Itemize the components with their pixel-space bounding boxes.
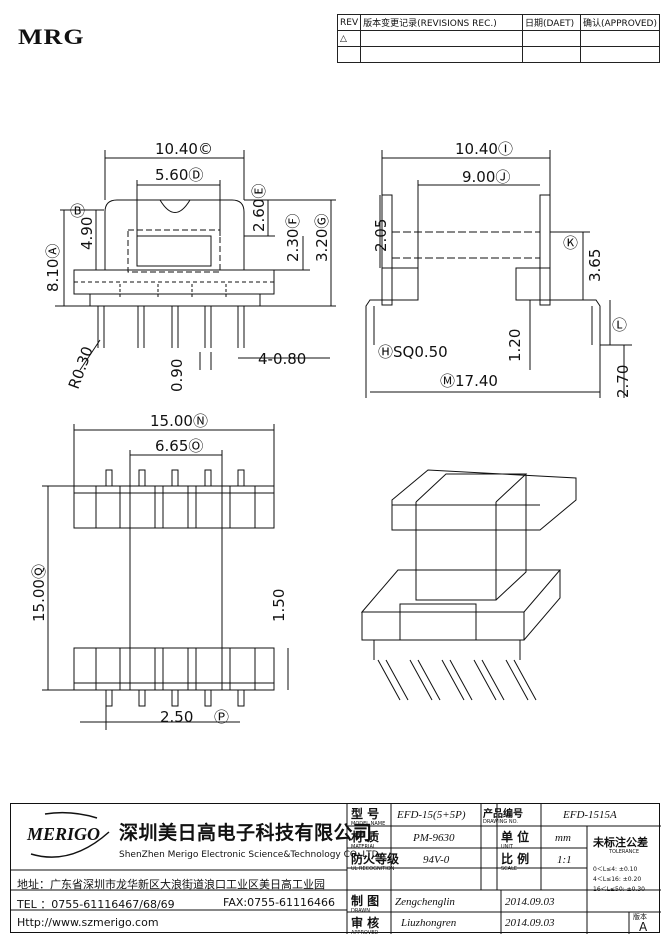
tolerance-3: 16＜L≤50: ±0.30	[593, 886, 645, 893]
dim-4-0-80: 4-0.80	[258, 350, 306, 368]
company-name-cn: 深圳美日高电子科技有限公司	[119, 822, 373, 844]
drawing-no-value: EFD-1515A	[563, 809, 617, 821]
dim-6-65-O: 6.65Ⓞ	[155, 437, 203, 455]
dim-3-20-G: 3.20Ⓖ	[313, 214, 331, 262]
dim-17-40-M: Ⓜ17.40	[440, 372, 498, 390]
company-name-en: ShenZhen Merigo Electronic Science&Techn…	[119, 850, 379, 860]
side-view	[365, 150, 632, 398]
tolerance-1: 0＜L≤4: ±0.10	[593, 866, 638, 873]
isometric-view	[360, 469, 577, 701]
dim-2-70: 2.70	[614, 365, 632, 398]
label-B: Ⓑ	[70, 202, 85, 220]
dim-r0-30: R0.30	[65, 344, 97, 391]
dim-2-50: 2.50	[160, 708, 193, 726]
top-view	[42, 424, 289, 730]
company-address: 地址：广东省深圳市龙华新区大浪街道浪口工业区美日高工业园	[17, 878, 325, 891]
merigo-logo: MERIGO	[27, 824, 101, 844]
company-fax: FAX:0755-61116466	[223, 896, 336, 909]
company-logo: MRG	[18, 24, 85, 49]
front-view	[55, 150, 336, 371]
dim-1-50: 1.50	[270, 589, 288, 622]
approved-by: Liuzhongren	[401, 917, 457, 929]
dim-4-90: 4.90	[78, 217, 96, 250]
approved-date: 2014.09.03	[505, 917, 555, 929]
label-L: Ⓛ	[612, 316, 627, 334]
dim-h-sq0-50: ⒽSQ0.50	[378, 343, 448, 361]
dim-10-40-I: 10.40Ⓘ	[455, 140, 513, 158]
unit-value: mm	[555, 832, 571, 844]
dim-15-00-N: 15.00Ⓝ	[150, 412, 208, 430]
dim-10-40-C: 10.40©	[155, 140, 213, 158]
company-tel: TEL ：0755-61116467/68/69	[17, 898, 175, 911]
title-block: MERIGO 深圳美日高电子科技有限公司 ShenZhen Merigo Ele…	[10, 803, 661, 936]
revision-value: A	[639, 920, 648, 934]
dim-2-60-E: 2.60Ⓔ	[250, 184, 268, 232]
dim-0-90: 0.90	[168, 359, 186, 392]
revision-table: REV 版本变更记录(REVISIONS REC.) 日期(DAET) 确认(A…	[336, 14, 660, 63]
label-P: Ⓟ	[214, 708, 229, 726]
dim-1-20: 1.20	[506, 329, 524, 362]
dim-8-10-A: 8.10Ⓐ	[44, 244, 62, 292]
fire-rating-value: 94V-0	[423, 854, 450, 866]
dim-2-30-F: 2.30Ⓕ	[284, 214, 302, 262]
revision-label: 版本	[633, 913, 647, 921]
dim-5-60-D: 5.60Ⓓ	[155, 166, 203, 184]
tolerance-2: 4＜L≤16: ±0.20	[593, 876, 642, 883]
label-K: Ⓚ	[563, 234, 578, 252]
material-value: PM-9630	[413, 832, 455, 844]
dim-9-00-J: 9.00Ⓙ	[462, 168, 510, 186]
company-website[interactable]: Http://www.szmerigo.com	[17, 916, 159, 929]
drawn-date: 2014.09.03	[505, 896, 555, 908]
dim-3-65: 3.65	[586, 249, 604, 282]
model-value: EFD-15(5+5P)	[397, 809, 466, 821]
dim-15-00-Q: 15.00Ⓠ	[30, 564, 48, 622]
drawn-by: Zengchenglin	[395, 896, 455, 908]
title-block-grid	[11, 804, 661, 934]
scale-value: 1:1	[557, 854, 572, 866]
rev-mark: △	[336, 30, 362, 47]
dim-2-05: 2.05	[372, 219, 390, 252]
